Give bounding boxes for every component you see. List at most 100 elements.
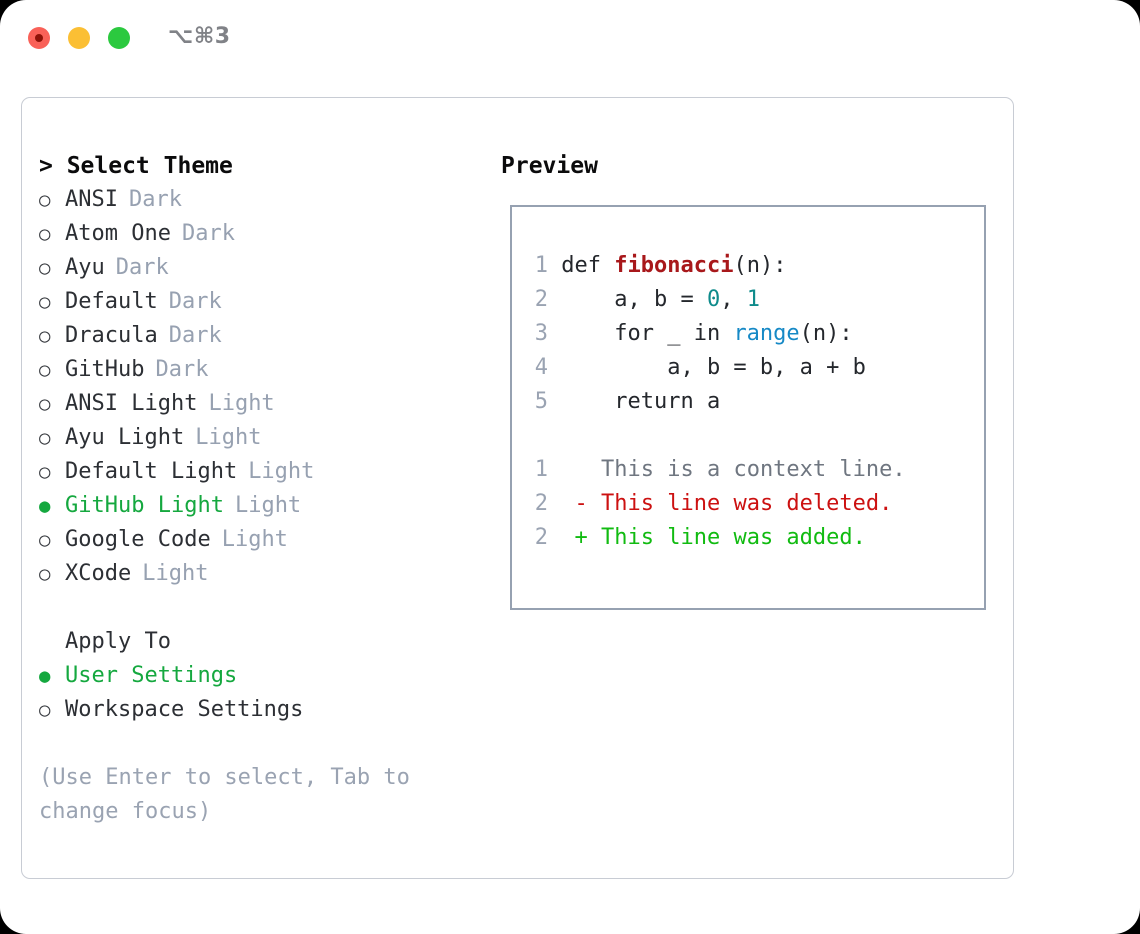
- apply-to-heading: Apply To: [65, 629, 171, 654]
- radio-unselected-icon[interactable]: ○: [39, 223, 51, 245]
- radio-unselected-icon[interactable]: ○: [39, 393, 51, 415]
- radio-unselected-icon[interactable]: ○: [39, 699, 51, 721]
- theme-variant-badge: Light: [248, 459, 315, 484]
- code-line-number: 2: [534, 287, 548, 312]
- code-line-number: 5: [534, 389, 548, 414]
- theme-option-label: Atom One: [65, 221, 171, 246]
- diff-line-text: This line was added.: [601, 525, 866, 550]
- diff-marker: [575, 457, 602, 482]
- theme-option-label: Default: [65, 289, 158, 314]
- code-token: 1: [746, 287, 760, 312]
- theme-option-ayu[interactable]: ○ Ayu Dark: [39, 251, 489, 285]
- diff-line-number: 2: [534, 525, 548, 550]
- code-line: 5 return a: [530, 385, 866, 419]
- theme-variant-badge: Dark: [155, 357, 209, 382]
- theme-option-ansi-light[interactable]: ○ ANSI Light Light: [39, 387, 489, 421]
- theme-option-default-light[interactable]: ○ Default Light Light: [39, 455, 489, 489]
- code-token: return a: [561, 389, 721, 414]
- theme-option-label: GitHub Light: [65, 493, 224, 518]
- theme-variant-badge: Light: [195, 425, 262, 450]
- preview-heading: Preview: [501, 153, 598, 179]
- theme-option-atom-one[interactable]: ○ Atom One Dark: [39, 217, 489, 251]
- code-token: for _ in: [561, 321, 734, 346]
- theme-variant-badge: Dark: [115, 255, 169, 280]
- theme-variant-badge: Dark: [168, 289, 222, 314]
- radio-unselected-icon[interactable]: ○: [39, 563, 51, 585]
- radio-unselected-icon[interactable]: ○: [39, 461, 51, 483]
- code-token: a, b = b, a + b: [561, 355, 866, 380]
- theme-option-label: XCode: [65, 561, 132, 586]
- page-title: > Select Theme: [39, 153, 233, 179]
- minimize-window-button[interactable]: [68, 27, 90, 49]
- code-token: fibonacci: [614, 253, 734, 278]
- apply-to-option-label: Workspace Settings: [65, 697, 304, 722]
- maximize-window-button[interactable]: [108, 27, 130, 49]
- code-line: 1 def fibonacci(n):: [530, 249, 866, 283]
- theme-option-google-code[interactable]: ○ Google Code Light: [39, 523, 489, 557]
- radio-selected-icon[interactable]: ●: [39, 665, 51, 687]
- theme-option-default[interactable]: ○ Default Dark: [39, 285, 489, 319]
- apply-to-option-user-settings[interactable]: ●User Settings: [39, 659, 489, 693]
- code-token: a, b =: [561, 287, 707, 312]
- theme-option-label: ANSI: [65, 187, 118, 212]
- diff-line-text: This is a context line.: [601, 457, 906, 482]
- code-token: ,: [720, 287, 747, 312]
- section-spacer: [39, 591, 489, 625]
- radio-selected-icon[interactable]: ●: [39, 495, 51, 517]
- code-line: 4 a, b = b, a + b: [530, 351, 866, 385]
- radio-unselected-icon[interactable]: ○: [39, 529, 51, 551]
- diff-line-text: This line was deleted.: [601, 491, 893, 516]
- theme-option-ansi[interactable]: ○ ANSI Dark: [39, 183, 489, 217]
- diff-line: 2 - This line was deleted.: [530, 487, 906, 521]
- diff-line: 1 This is a context line.: [530, 453, 906, 487]
- code-token: 0: [706, 287, 721, 312]
- radio-unselected-icon[interactable]: ○: [39, 325, 51, 347]
- radio-unselected-icon[interactable]: ○: [39, 291, 51, 313]
- theme-option-label: Google Code: [65, 527, 211, 552]
- theme-variant-badge: Dark: [181, 221, 235, 246]
- theme-variant-badge: Light: [208, 391, 275, 416]
- code-line-number: 4: [534, 355, 548, 380]
- code-token: (n):: [799, 321, 853, 346]
- theme-option-label: ANSI Light: [65, 391, 198, 416]
- theme-option-label: Ayu Light: [65, 425, 185, 450]
- diff-marker: +: [574, 525, 601, 550]
- code-line: 3 for _ in range(n):: [530, 317, 866, 351]
- radio-unselected-icon[interactable]: ○: [39, 359, 51, 381]
- theme-variant-badge: Light: [221, 527, 288, 552]
- code-line-number: 1: [534, 253, 548, 278]
- diff-marker: -: [574, 491, 601, 516]
- title-bar: ⌥⌘3: [0, 0, 1140, 78]
- apply-to-option-workspace-settings[interactable]: ○ Workspace Settings: [39, 693, 489, 727]
- diff-line-number: 1: [534, 457, 548, 482]
- diff-sample: 1 This is a context line.2 - This line w…: [530, 453, 906, 555]
- keyboard-hint-text: (Use Enter to select, Tab to change focu…: [39, 765, 410, 824]
- radio-unselected-icon[interactable]: ○: [39, 427, 51, 449]
- theme-variant-badge: Dark: [128, 187, 182, 212]
- keyboard-shortcut-label: ⌥⌘3: [168, 24, 231, 49]
- code-line: 2 a, b = 0, 1: [530, 283, 866, 317]
- theme-option-label: Default Light: [65, 459, 238, 484]
- theme-option-label: Ayu: [65, 255, 105, 280]
- radio-unselected-icon[interactable]: ○: [39, 257, 51, 279]
- diff-line: 2 + This line was added.: [530, 521, 906, 555]
- theme-option-label: Dracula: [65, 323, 158, 348]
- theme-option-ayu-light[interactable]: ○ Ayu Light Light: [39, 421, 489, 455]
- theme-variant-badge: Dark: [168, 323, 222, 348]
- code-line-number: 3: [534, 321, 548, 346]
- theme-option-dracula[interactable]: ○ Dracula Dark: [39, 319, 489, 353]
- preview-panel: Preview: [501, 149, 991, 183]
- code-token: range: [733, 321, 800, 346]
- radio-unselected-icon[interactable]: ○: [39, 189, 51, 211]
- close-window-button[interactable]: [28, 27, 50, 49]
- code-token: def: [561, 253, 615, 278]
